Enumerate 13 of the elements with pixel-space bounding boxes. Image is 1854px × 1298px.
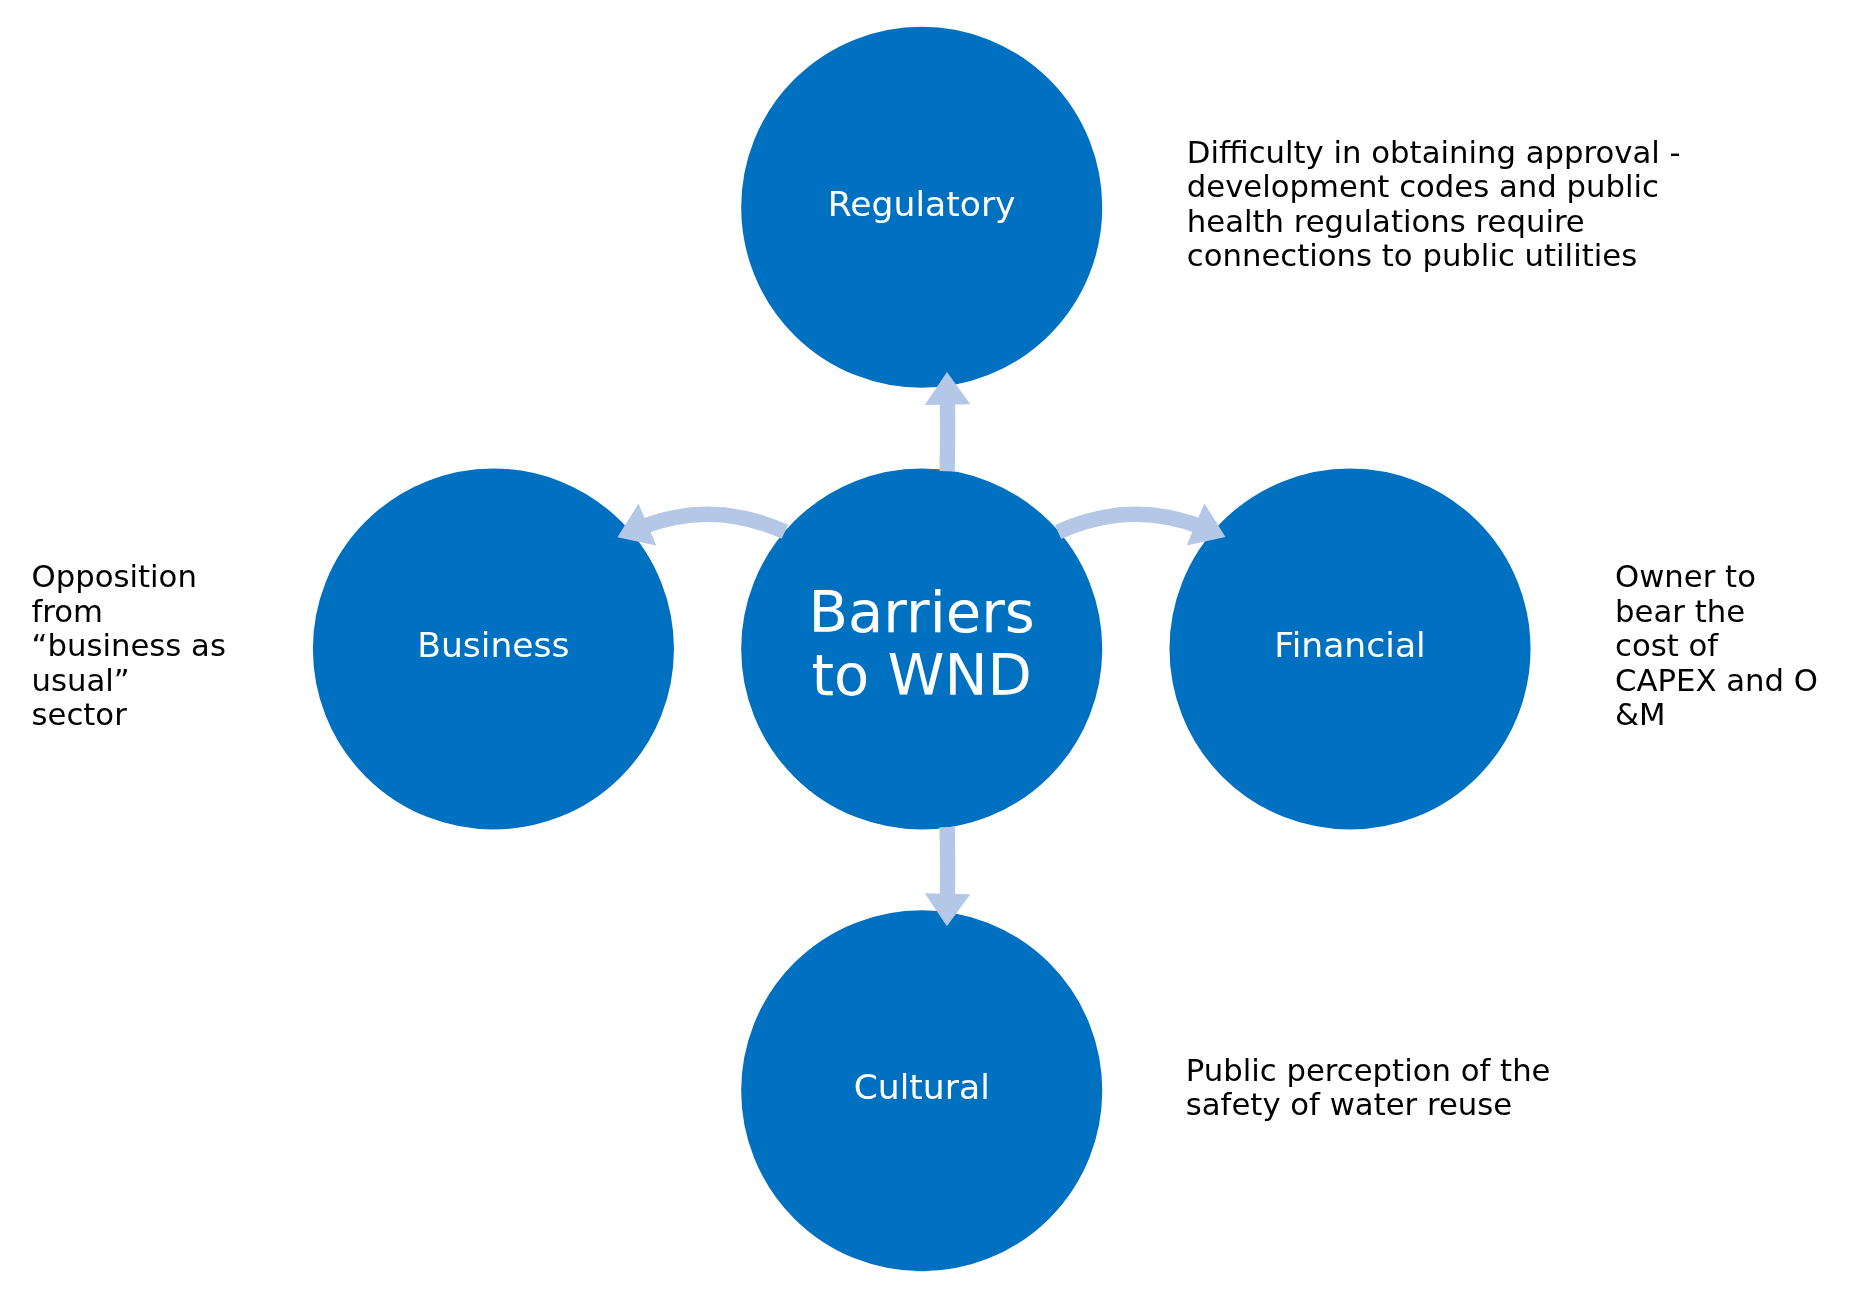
node-circle: Financial	[1169, 468, 1531, 830]
arrow	[924, 372, 971, 472]
node-circle: Business	[312, 468, 674, 830]
node-label: Opposition from “business as usual” sector	[31, 558, 226, 733]
node-circle: Cultural	[741, 910, 1103, 1272]
node-circle: Barriers to WND	[741, 468, 1103, 830]
arrow	[617, 503, 788, 546]
arrow	[924, 827, 971, 927]
node-circle: Regulatory	[741, 26, 1103, 388]
node-label: Owner to bear the cost of CAPEX and O &M	[1615, 558, 1819, 733]
arrow	[1055, 503, 1226, 546]
node-label: Public perception of the safety of water reuse	[1185, 1051, 1551, 1123]
node-label: Difficulty in obtaining approval - development codes and public health regulations require connections to public utilities	[1186, 133, 1681, 274]
